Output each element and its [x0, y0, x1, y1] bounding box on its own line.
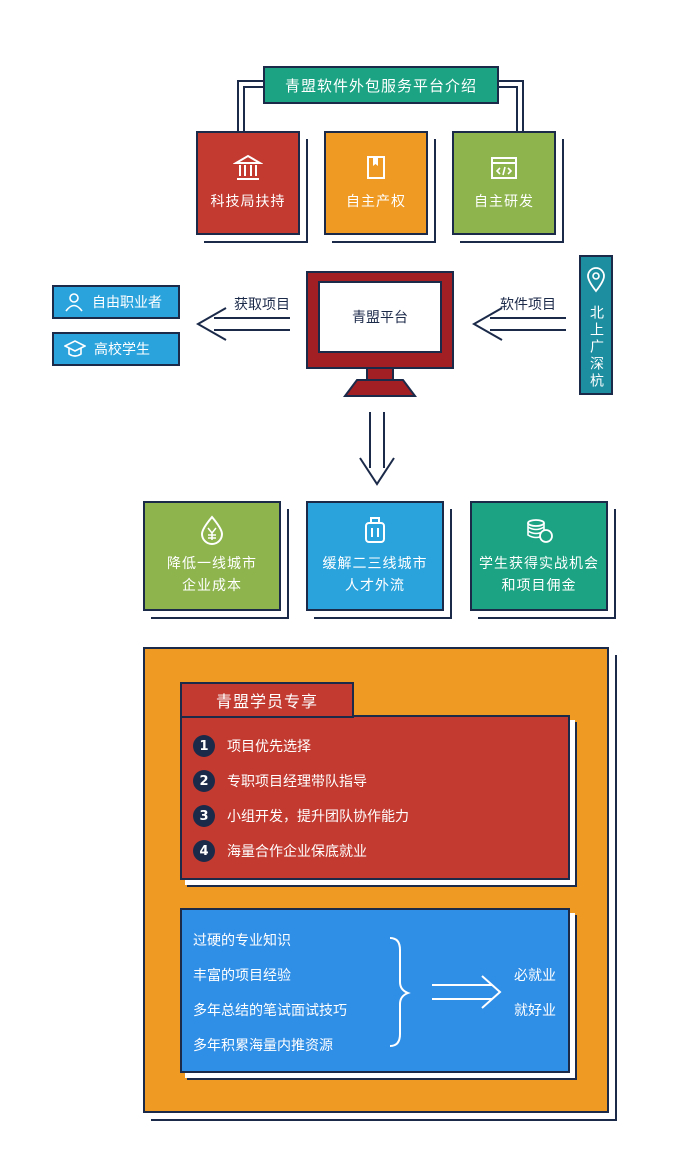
card-label: 自主产权	[346, 194, 406, 210]
item-text: 项目优先选择	[227, 739, 311, 755]
card-label: 降低一线城市 企业成本	[167, 556, 257, 594]
exclusive-title: 青盟学员专享	[180, 682, 354, 718]
coins-icon	[527, 519, 553, 543]
card-label: 自主研发	[474, 194, 534, 210]
item-text: 专职项目经理带队指导	[227, 774, 367, 790]
card-label: 学生获得实战机会 和项目佣金	[479, 556, 599, 594]
item-number: 1	[193, 735, 215, 757]
diagram-title: 青盟软件外包服务平台介绍	[263, 66, 499, 104]
money-drop-icon	[200, 515, 224, 545]
skill-item: 过硬的专业知识	[193, 933, 291, 949]
card-tech-bureau: 科技局扶持	[196, 131, 300, 235]
item-number: 2	[193, 770, 215, 792]
card-student-opportunity: 学生获得实战机会 和项目佣金	[470, 501, 608, 611]
platform-label: 青盟平台	[352, 310, 408, 326]
tag-label: 自由职业者	[92, 295, 162, 311]
card-reduce-cost: 降低一线城市 企业成本	[143, 501, 281, 611]
list-item: 3 小组开发，提升团队协作能力	[193, 805, 409, 827]
result-item: 就好业	[514, 1003, 556, 1019]
card-talent-outflow: 缓解二三线城市 人才外流	[306, 501, 444, 611]
tag-cities: 北上广深杭	[579, 255, 613, 395]
skill-item: 丰富的项目经验	[193, 968, 291, 984]
skill-item: 多年总结的笔试面试技巧	[193, 1003, 347, 1019]
skill-item: 多年积累海量内推资源	[193, 1038, 333, 1054]
skills-box	[180, 908, 570, 1073]
list-item: 1 项目优先选择	[193, 735, 311, 757]
list-item: 2 专职项目经理带队指导	[193, 770, 367, 792]
tag-cities-label: 北上广深杭	[588, 305, 604, 390]
tag-college-student: 高校学生	[52, 332, 180, 366]
card-label: 缓解二三线城市 人才外流	[322, 556, 428, 594]
bank-icon	[233, 154, 263, 180]
tag-freelancer: 自由职业者	[52, 285, 180, 319]
graduation-cap-icon	[64, 340, 86, 357]
list-item: 4 海量合作企业保底就业	[193, 840, 367, 862]
tag-label: 高校学生	[94, 342, 150, 358]
exclusive-list-box	[180, 715, 570, 880]
person-icon	[65, 293, 83, 312]
card-own-ip: 自主产权	[324, 131, 428, 235]
result-item: 必就业	[514, 968, 556, 984]
item-number: 3	[193, 805, 215, 827]
monitor-icon	[306, 271, 454, 397]
item-number: 4	[193, 840, 215, 862]
item-text: 海量合作企业保底就业	[227, 844, 367, 860]
card-label: 科技局扶持	[210, 194, 286, 210]
card-own-rd: 自主研发	[452, 131, 556, 235]
left-arrow-label: 获取项目	[234, 297, 290, 313]
suitcase-icon	[365, 517, 385, 543]
location-pin-icon	[587, 267, 605, 293]
code-window-icon	[491, 157, 517, 179]
book-icon	[367, 156, 385, 179]
right-arrow-label: 软件项目	[500, 297, 556, 313]
item-text: 小组开发，提升团队协作能力	[227, 809, 409, 825]
